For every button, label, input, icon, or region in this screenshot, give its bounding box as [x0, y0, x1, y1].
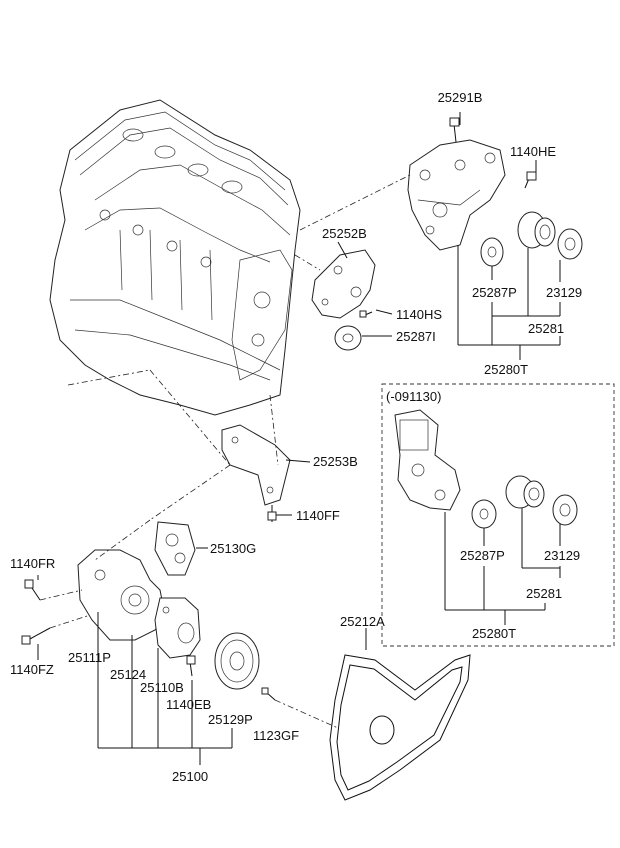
part-label-25287p-lower: 25287P	[460, 548, 505, 563]
part-label-1123gf: 1123GF	[253, 728, 299, 743]
part-label-23129-lower: 23129	[544, 548, 580, 563]
part-label-25252b: 25252B	[322, 226, 367, 241]
bolt-1140hs	[359, 310, 373, 318]
bolt-1140he	[524, 171, 537, 189]
part-label-25110b: 25110B	[140, 680, 184, 695]
bolt-1140fz	[21, 627, 51, 645]
part-label-1140fz: 1140FZ	[10, 662, 54, 677]
part-label-25280t-lower: 25280T	[472, 626, 516, 641]
variant-box-label: (-091130)	[386, 389, 441, 404]
part-label-1140he: 1140HE	[510, 144, 556, 159]
part-label-25281-upper: 25281	[528, 321, 564, 336]
tensioner-25281-upper	[517, 211, 556, 249]
part-label-25100: 25100	[172, 769, 208, 784]
bolt-1140ff	[267, 505, 277, 522]
idler-pulley-25287p-lower	[471, 499, 497, 529]
water-pump-housing-illustration	[77, 549, 166, 641]
bolt-25291b	[449, 117, 460, 143]
pulley-23129-upper	[557, 228, 583, 260]
part-label-25281-lower: 25281	[526, 586, 562, 601]
tensioner-25281-lower	[505, 475, 545, 509]
part-label-25212a: 25212A	[340, 614, 385, 629]
alternator-bracket-variant-illustration	[394, 409, 461, 511]
pulley-23129-lower	[552, 494, 578, 526]
part-label-25111p: 25111P	[68, 650, 111, 665]
part-label-1140fr: 1140FR	[10, 556, 55, 571]
part-label-25287i: 25287I	[396, 329, 436, 344]
water-pump-pulley-25129p	[214, 632, 260, 690]
bolt-1123gf	[261, 687, 276, 701]
bracket-25252b-illustration	[311, 249, 376, 319]
bracket-25253b-illustration	[221, 424, 291, 506]
alternator-bracket-illustration	[407, 139, 506, 251]
part-label-25124: 25124	[110, 667, 146, 682]
part-label-1140hs: 1140HS	[396, 307, 442, 322]
leader-lines	[37, 112, 561, 765]
engine-block-illustration	[49, 99, 301, 416]
part-label-25253b: 25253B	[313, 454, 358, 469]
part-label-23129-upper: 23129	[546, 285, 582, 300]
part-label-25280t-upper: 25280T	[484, 362, 528, 377]
part-label-25130g: 25130G	[210, 541, 256, 556]
gasket-25130g	[154, 521, 196, 576]
part-label-25287p-upper: 25287P	[472, 285, 517, 300]
part-label-25129p: 25129P	[208, 712, 253, 727]
variant-box	[381, 383, 615, 647]
idler-pulley-25287p-upper	[480, 237, 504, 267]
idler-pulley-25287i	[334, 325, 362, 351]
bolt-1140eb	[186, 655, 196, 677]
part-label-1140eb: 1140EB	[166, 697, 211, 712]
water-pump-25110b-illustration	[154, 597, 201, 659]
assembly-guide-lines	[39, 174, 411, 729]
part-label-25291b: 25291B	[438, 90, 483, 105]
bolt-1140fr	[24, 579, 41, 601]
drive-belt-25212a	[329, 654, 471, 801]
part-label-1140ff: 1140FF	[296, 508, 340, 523]
